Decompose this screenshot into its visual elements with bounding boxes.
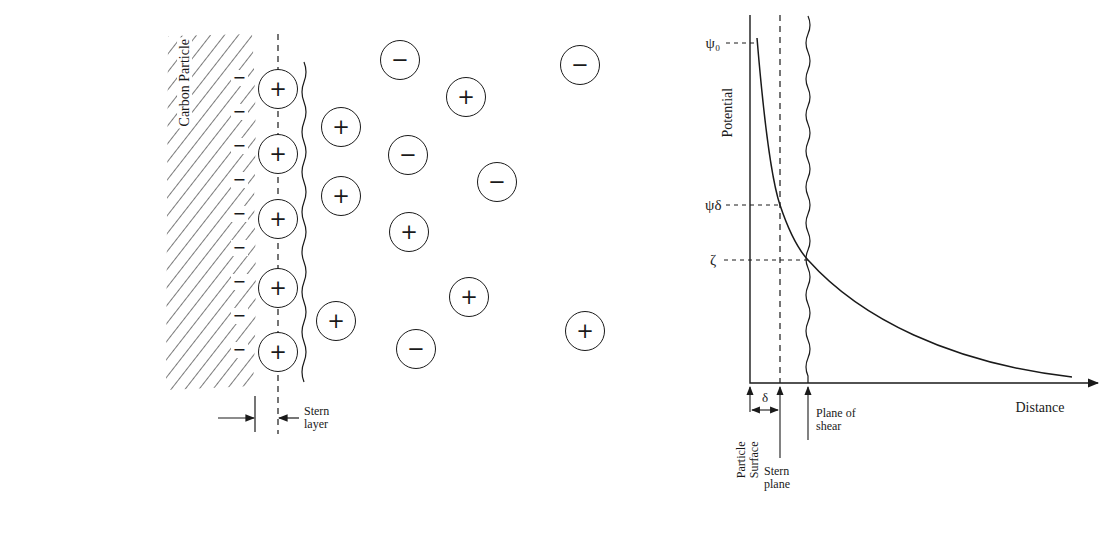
ion-charge: +	[269, 278, 287, 299]
dimension-arrow	[218, 417, 254, 418]
ion-circle: +	[258, 199, 298, 239]
ion-charge: −	[571, 55, 589, 76]
delta-arrow	[752, 409, 778, 410]
ion-charge: +	[576, 321, 594, 342]
surface-charge: −	[231, 342, 248, 358]
ion-circle: +	[449, 277, 489, 317]
ion-charge: −	[407, 339, 425, 360]
shear-plane-line	[302, 62, 306, 382]
ion-circle: +	[316, 301, 356, 341]
shear-plane-line	[806, 16, 810, 383]
pointer-label: Stern plane	[762, 465, 810, 491]
ion-charge: +	[269, 144, 287, 165]
ion-charge: +	[327, 311, 345, 332]
chart-axes	[750, 15, 1098, 383]
surface-charge: −	[231, 104, 248, 120]
ion-circle: +	[258, 69, 298, 109]
ion-circle: +	[258, 268, 298, 308]
ion-circle: −	[560, 45, 600, 85]
dimension-label: Stern layer	[302, 405, 346, 431]
ion-circle: +	[258, 134, 298, 174]
ion-charge: +	[269, 79, 287, 100]
pointer-label: Particle Surface	[735, 414, 761, 480]
level-line	[726, 43, 757, 44]
pointer-label: Plane of shear	[814, 407, 858, 433]
surface-charge: −	[231, 206, 248, 222]
ion-charge: +	[460, 287, 478, 308]
ion-circle: −	[388, 135, 428, 175]
ion-charge: +	[269, 342, 287, 363]
carbon-particle-hatch	[166, 34, 256, 390]
ion-circle: +	[446, 77, 486, 117]
ion-circle: −	[380, 40, 420, 80]
ion-circle: +	[321, 107, 361, 147]
surface-charge: −	[231, 70, 248, 86]
potential-label: ζ	[708, 252, 718, 269]
pointer-arrow	[749, 387, 750, 412]
ion-circle: −	[477, 162, 517, 202]
axis-title: Potential	[720, 85, 735, 139]
potential-curve	[757, 38, 1072, 377]
surface-charge: −	[231, 138, 248, 154]
ion-charge: −	[391, 50, 409, 71]
pointer-arrow	[807, 387, 808, 440]
ion-charge: −	[488, 172, 506, 193]
potential-label: ψ₀	[704, 35, 723, 52]
potential-label: ψδ	[703, 197, 723, 214]
ion-charge: +	[332, 117, 350, 138]
ion-charge: −	[399, 145, 417, 166]
ion-circle: +	[258, 332, 298, 372]
stern-plane-line	[779, 15, 780, 383]
ion-circle: −	[396, 329, 436, 369]
pointer-arrow	[779, 387, 780, 458]
surface-charge: −	[231, 172, 248, 188]
dimension-arrow	[279, 417, 299, 418]
surface-charge: −	[231, 240, 248, 256]
level-line	[726, 205, 780, 206]
particle-label: Carbon Particle	[177, 36, 192, 127]
ion-charge: +	[332, 186, 350, 207]
ion-circle: +	[565, 311, 605, 351]
level-line	[724, 260, 808, 261]
axis-title: Distance	[1014, 400, 1067, 415]
dimension-label: δ	[760, 391, 770, 405]
ion-charge: +	[457, 87, 475, 108]
surface-charge: −	[231, 308, 248, 324]
ion-charge: +	[400, 222, 418, 243]
surface-charge: −	[231, 274, 248, 290]
ion-charge: +	[269, 209, 287, 230]
dimension-tick	[254, 396, 255, 432]
ion-circle: +	[321, 176, 361, 216]
ion-circle: +	[389, 212, 429, 252]
